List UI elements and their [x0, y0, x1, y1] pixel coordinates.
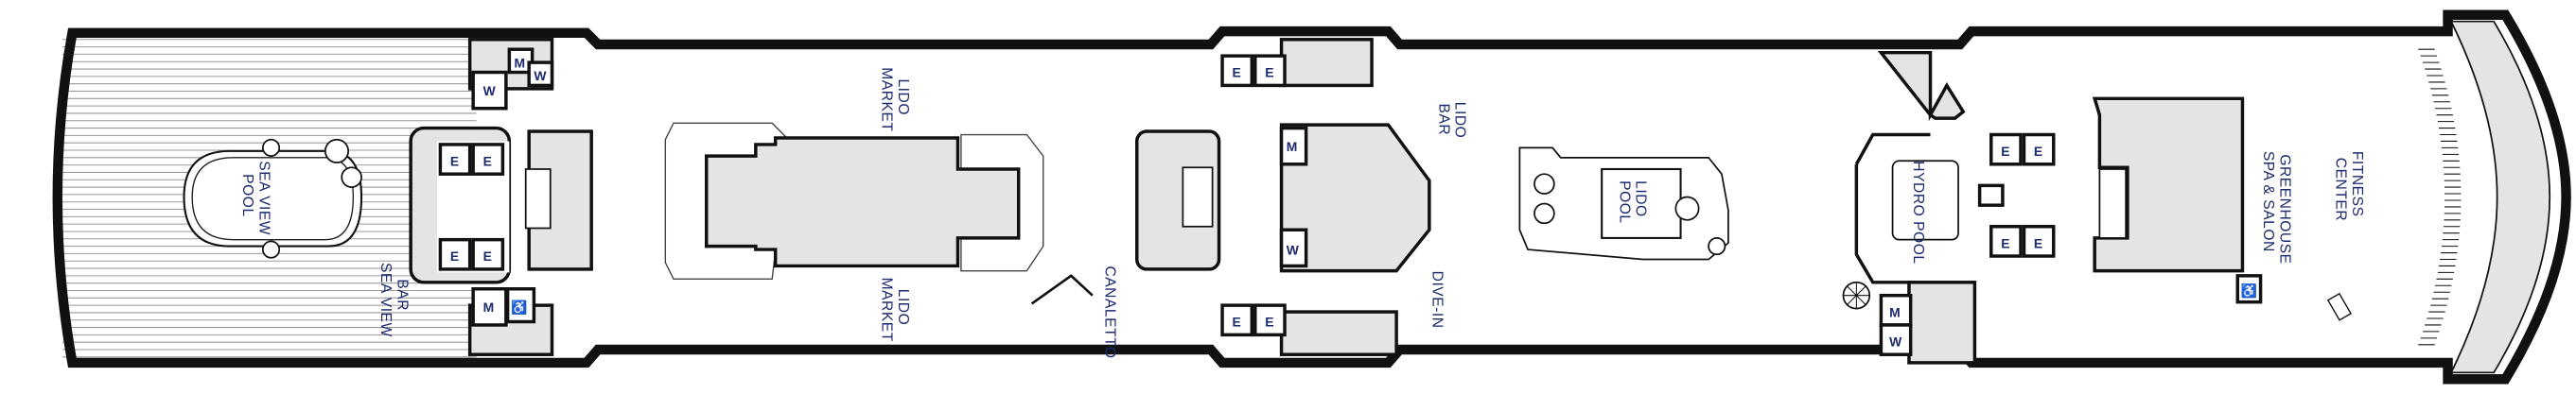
- elevator: [1253, 54, 1287, 88]
- hull-outline: [52, 9, 2571, 385]
- hot-tub: [261, 138, 281, 157]
- canaletto-label: CANALETTO: [1102, 266, 1118, 358]
- restroom-women-mid: [1279, 228, 1308, 268]
- lido-market-top-label: LIDO MARKET: [879, 67, 911, 131]
- hydro-pool-wall: [1854, 132, 1931, 165]
- hot-tub: [341, 166, 362, 188]
- wheelchair-icon: ♿: [2241, 283, 2257, 300]
- elevator-label: E: [450, 154, 459, 169]
- mid-stairwell: [1134, 129, 1221, 271]
- lido-market-buffet: [705, 136, 1021, 268]
- men-label: M: [483, 300, 495, 315]
- elevator-label: E: [483, 154, 492, 169]
- elevator-label: E: [450, 248, 459, 264]
- stairs-icon: [1182, 166, 1214, 228]
- elevator-label: E: [1232, 65, 1240, 80]
- stairs-icon: [2326, 292, 2352, 321]
- elevator: [1220, 303, 1254, 337]
- svg-text:SEA VIEW: SEA VIEW: [255, 161, 272, 235]
- svg-text:MARKET: MARKET: [879, 67, 895, 131]
- svg-text:BAR: BAR: [1435, 104, 1451, 136]
- restroom-women-top-2: [527, 60, 554, 88]
- svg-text:LIDO: LIDO: [895, 289, 911, 326]
- hot-tub: [261, 240, 281, 259]
- elevator-label: E: [2034, 235, 2042, 250]
- svg-text:SEA VIEW: SEA VIEW: [377, 263, 394, 337]
- sea-view-bar-label: SEA VIEW BAR: [377, 263, 410, 337]
- mid-bottom-block: [1279, 310, 1398, 356]
- elevator: [2022, 225, 2056, 258]
- svg-text:FITNESS: FITNESS: [2349, 151, 2365, 217]
- hot-tub: [1533, 202, 1555, 225]
- women-label: W: [534, 68, 547, 83]
- elevator: [1220, 54, 1254, 88]
- elevator-label: E: [2034, 144, 2042, 159]
- mid-top-block: [1279, 38, 1374, 88]
- elevator-label: E: [1265, 65, 1273, 80]
- elevator-label: E: [1232, 315, 1240, 330]
- elevator: [1253, 303, 1287, 337]
- dive-in-label: DIVE-IN: [1428, 271, 1445, 329]
- elevator-label: E: [2001, 235, 2009, 250]
- canaletto-entrance: [1030, 274, 1094, 305]
- svg-text:LIDO: LIDO: [1633, 180, 1649, 217]
- restroom-men-mid: [1279, 126, 1308, 166]
- hot-tub: [1533, 173, 1555, 195]
- svg-text:GREENHOUSE: GREENHOUSE: [2276, 154, 2292, 264]
- elevator: [438, 143, 472, 176]
- sea-view-pool: [183, 149, 363, 248]
- bow-deck: [2449, 20, 2551, 374]
- hydro-pool: [1891, 160, 1959, 241]
- women-label: W: [1287, 242, 1300, 257]
- lido-bar-counter: [1279, 123, 1431, 273]
- svg-text:SPA & SALON: SPA & SALON: [2260, 151, 2276, 252]
- elevator: [471, 143, 505, 176]
- hydro-pool-wall: [1854, 163, 1915, 284]
- fitness-center-label: FITNESS CENTER: [2332, 151, 2364, 221]
- elevator: [471, 237, 505, 271]
- sea-view-pool-label: SEA VIEW POOL: [239, 161, 272, 235]
- restroom-women-fwd: [1879, 323, 1913, 356]
- men-label: M: [515, 55, 526, 70]
- hot-tub: [324, 138, 350, 163]
- pillar: [1977, 183, 2005, 207]
- hot-tub: [1674, 196, 1700, 221]
- elevator-label: E: [1265, 315, 1273, 330]
- elevator: [2022, 132, 2056, 166]
- elevator-label: E: [483, 248, 492, 264]
- lido-market-bottom-label: LIDO MARKET: [879, 278, 911, 342]
- stairs-icon: [2098, 168, 2128, 239]
- women-label: W: [1889, 334, 1902, 350]
- elevator: [1989, 225, 2023, 258]
- svg-text:POOL: POOL: [239, 174, 255, 216]
- lido-bar-label: LIDO BAR: [1435, 102, 1467, 139]
- elevator-label: E: [2001, 144, 2009, 159]
- accessible-restroom: [2235, 274, 2263, 304]
- elevator: [438, 237, 472, 271]
- fitness-stairs: [2418, 48, 2462, 346]
- restroom-women-top: [471, 70, 508, 111]
- svg-text:LIDO: LIDO: [1452, 102, 1468, 139]
- lido-pool-label: LIDO POOL: [1616, 180, 1648, 223]
- women-label: W: [483, 83, 497, 98]
- lido-pool: [1601, 167, 1682, 239]
- greenhouse-label: GREENHOUSE SPA & SALON: [2260, 151, 2292, 265]
- svg-text:MARKET: MARKET: [879, 278, 895, 342]
- spa-entrance-block: [1877, 50, 1966, 122]
- accessible-restroom: [505, 287, 536, 324]
- men-label: M: [1889, 304, 1901, 319]
- hydro-pool-label: HYDRO POOL: [1910, 161, 1926, 264]
- svg-text:LIDO: LIDO: [895, 78, 911, 115]
- svg-text:BAR: BAR: [394, 279, 410, 311]
- restroom-men-bottom: [471, 287, 508, 327]
- svg-text:CENTER: CENTER: [2332, 158, 2348, 221]
- stairs-icon: [524, 168, 552, 230]
- wheelchair-icon: ♿: [511, 300, 527, 316]
- hot-tub: [1708, 237, 1726, 256]
- fwd-bottom-block: [1907, 281, 1977, 365]
- elevator: [1989, 132, 2023, 166]
- men-label: M: [1287, 139, 1298, 154]
- svg-text:POOL: POOL: [1616, 180, 1632, 223]
